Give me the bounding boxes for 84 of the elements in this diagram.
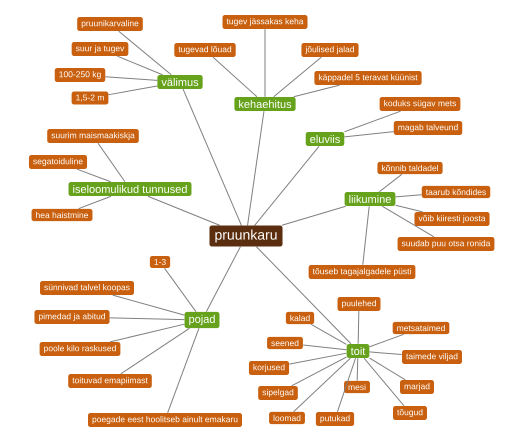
detail-box: segatoiduline xyxy=(28,155,88,169)
detail-box: võib kiiresti joosta xyxy=(414,212,490,226)
detail-box: seened xyxy=(267,336,303,350)
connector-line xyxy=(273,56,322,98)
connector-line xyxy=(98,142,126,182)
detail-box: putukad xyxy=(316,412,354,426)
detail-box: 100-250 kg xyxy=(54,68,106,82)
category-box: toit xyxy=(346,344,370,358)
detail-box: tugevad lõuad xyxy=(174,43,236,57)
connector-line xyxy=(116,56,163,76)
detail-box: sipelgad xyxy=(258,386,298,400)
connector-line xyxy=(293,358,351,412)
detail-box: toituvad emapiimast xyxy=(68,374,152,388)
connector-line xyxy=(206,246,241,312)
connector-line xyxy=(364,358,404,406)
detail-box: poole kilo raskused xyxy=(40,342,120,356)
connector-line xyxy=(356,358,358,382)
detail-box: marjad xyxy=(400,380,434,394)
connector-line xyxy=(109,317,185,320)
connector-line xyxy=(281,206,346,226)
connector-line xyxy=(302,344,347,350)
connector-line xyxy=(264,28,266,98)
category-box: liikumine xyxy=(344,192,396,206)
connector-line xyxy=(369,358,406,380)
connector-line xyxy=(247,110,264,226)
connector-line xyxy=(358,310,360,344)
detail-box: jõulised jalad xyxy=(301,43,359,57)
connector-line xyxy=(120,328,190,374)
connector-line xyxy=(118,30,172,76)
detail-box: korjused xyxy=(248,361,290,375)
detail-box: taimede viljad xyxy=(402,350,462,364)
connector-line xyxy=(369,351,402,356)
connector-line xyxy=(76,168,112,182)
connector-line xyxy=(369,334,404,348)
connector-line xyxy=(344,131,394,138)
connector-line xyxy=(112,294,185,316)
connector-line xyxy=(78,196,112,210)
connector-line xyxy=(147,196,220,226)
detail-box: suurim maismaakiskja xyxy=(47,129,139,143)
connector-line xyxy=(164,268,196,312)
detail-box: puulehed xyxy=(338,297,380,311)
detail-box: pimedad ja abitud xyxy=(34,310,110,324)
central-topic-box: pruunkaru xyxy=(209,225,283,247)
detail-box: suudab puu otsa ronida xyxy=(398,237,494,251)
connector-line xyxy=(344,110,402,132)
category-box: pojad xyxy=(184,312,220,328)
connector-line xyxy=(362,206,370,266)
connector-line xyxy=(336,358,356,412)
category-box: välimus xyxy=(157,74,203,90)
detail-box: tugev jässakas keha xyxy=(222,15,308,29)
connector-line xyxy=(382,206,434,238)
detail-box: koduks sügav mets xyxy=(380,97,460,111)
connector-line xyxy=(256,246,352,344)
detail-box: tõuseb tagajalgadele püsti xyxy=(308,265,416,279)
detail-box: hea haistmine xyxy=(32,208,92,222)
detail-box: suur ja tugev xyxy=(72,42,128,56)
connector-line xyxy=(212,56,258,98)
detail-box: loomad xyxy=(269,412,305,424)
detail-box: pruunikarvaline xyxy=(77,17,143,31)
connector-line xyxy=(395,204,424,212)
detail-box: taarub kõndides xyxy=(422,186,490,198)
connector-line xyxy=(310,324,347,345)
detail-box: 1,5-2 m xyxy=(72,91,108,104)
detail-box: metsataimed xyxy=(392,322,450,334)
connector-line xyxy=(378,174,402,192)
connector-line xyxy=(395,194,422,198)
connector-line xyxy=(293,84,340,98)
connector-line xyxy=(291,356,347,386)
connector-line xyxy=(288,352,347,365)
connector-line xyxy=(254,146,320,226)
connector-line xyxy=(104,76,158,81)
detail-box: käppadel 5 teravat küünist xyxy=(314,71,422,85)
detail-box: tõugud xyxy=(393,406,427,420)
connector-line xyxy=(108,86,158,96)
connector-line xyxy=(182,88,242,226)
connector-line xyxy=(167,328,200,414)
detail-box: sünnivad talvel koopas xyxy=(40,281,134,295)
category-box: eluviis xyxy=(306,132,344,146)
category-box: kehaehitus xyxy=(234,96,296,112)
detail-box: kõnnib taldadel xyxy=(377,162,443,174)
detail-box: magab talveund xyxy=(394,121,462,135)
category-box: iseloomulikud tunnused xyxy=(68,182,192,196)
detail-box: poegade eest hoolitseb ainult emakaru xyxy=(88,413,242,427)
connector-line xyxy=(110,324,185,342)
